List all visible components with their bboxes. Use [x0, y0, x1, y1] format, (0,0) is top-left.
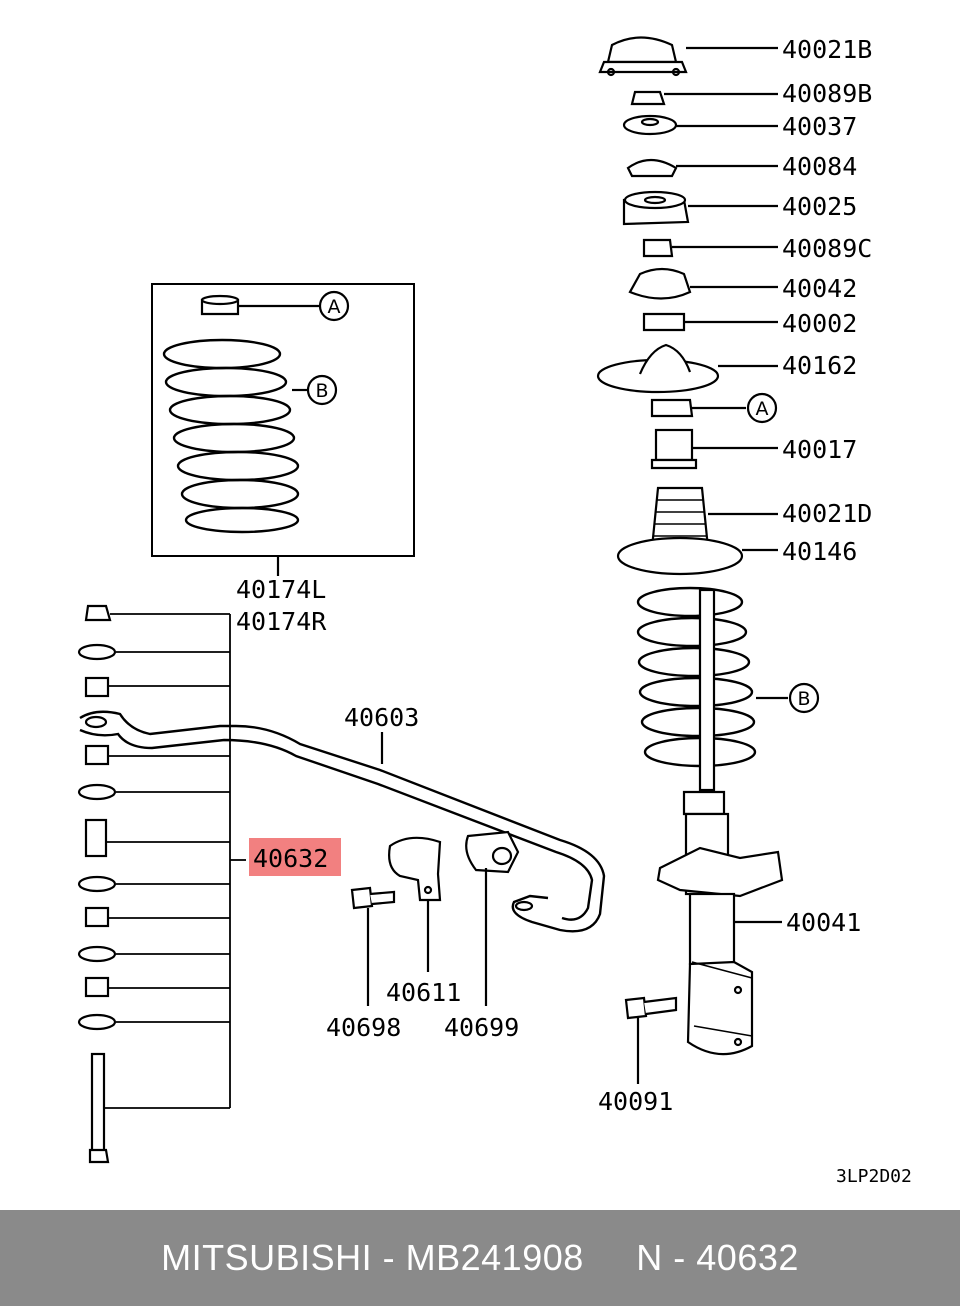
- drawing-code: 3LP2D02: [836, 1166, 912, 1187]
- part-label-40089C[interactable]: 40089C: [782, 234, 872, 263]
- coil-spring-inset: [151, 283, 415, 576]
- nut-icon: [642, 238, 674, 258]
- part-label-40162[interactable]: 40162: [782, 351, 857, 380]
- part-label-40041[interactable]: 40041: [786, 908, 861, 937]
- highlight-box: [249, 838, 341, 876]
- separator: -: [372, 1237, 406, 1278]
- part-label-40021D[interactable]: 40021D: [782, 499, 872, 528]
- callout-a-icon: [746, 392, 778, 424]
- part-label-40698[interactable]: 40698: [326, 1013, 401, 1042]
- strut-coil-spring-icon: [636, 586, 757, 768]
- link-parts-stack: [77, 604, 117, 1164]
- callout-a-icon: [318, 290, 350, 322]
- part-label-40025[interactable]: 40025: [782, 192, 857, 221]
- strut-assembly: [596, 36, 788, 1084]
- callout-b-label: B: [315, 380, 328, 402]
- collar-icon: [642, 312, 686, 332]
- part-label-40037[interactable]: 40037: [782, 112, 857, 141]
- leader-lines: [104, 613, 246, 1109]
- part-label-40146[interactable]: 40146: [782, 537, 857, 566]
- stabilizer-bar-icon: [79, 710, 606, 933]
- callout-a-label: A: [328, 296, 341, 318]
- spacer-icon: [650, 398, 694, 418]
- strut-body-icon: [656, 588, 784, 1056]
- callout-b-icon: [306, 374, 338, 406]
- part-label-40603[interactable]: 40603: [344, 703, 419, 732]
- spacer: [584, 1237, 637, 1279]
- reference-prefix: N: [636, 1237, 663, 1278]
- part-label-40699[interactable]: 40699: [444, 1013, 519, 1042]
- strut-top-cap: [598, 36, 688, 77]
- part-label-40632[interactable]: 40632: [253, 844, 328, 873]
- part-label-40042[interactable]: 40042: [782, 274, 857, 303]
- part-info-banner: MITSUBISHI - MB241908 N - 40632: [0, 1210, 960, 1306]
- coil-spring-icon: [162, 338, 300, 534]
- stabilizer-assembly: [77, 604, 606, 1164]
- parts-diagram: A B A B 40021B 40089B 40037 40084 40025 …: [77, 35, 912, 1187]
- clamp-icon: [388, 836, 442, 902]
- bushing-icon: [626, 158, 678, 178]
- part-label-40002[interactable]: 40002: [782, 309, 857, 338]
- part-label-40084[interactable]: 40084: [782, 152, 857, 181]
- callout-a-label: A: [756, 398, 769, 420]
- brand-name: MITSUBISHI: [161, 1237, 373, 1278]
- callout-b-label: B: [797, 688, 810, 710]
- part-label-40611[interactable]: 40611: [386, 978, 461, 1007]
- bump-stopper-icon: [628, 267, 692, 300]
- callout-b-icon: [788, 682, 820, 714]
- bolt-icon: [350, 886, 396, 910]
- part-label-40017[interactable]: 40017: [782, 435, 857, 464]
- nut-icon: [630, 90, 666, 106]
- part-number: MB241908: [405, 1237, 584, 1278]
- stabilizer-bushing-icon: [465, 830, 520, 874]
- part-label-40089B[interactable]: 40089B: [782, 79, 872, 108]
- separator: -: [662, 1237, 697, 1278]
- part-label-40174L[interactable]: 40174L: [236, 575, 326, 604]
- part-label-40174R[interactable]: 40174R: [236, 607, 327, 636]
- bump-rubber-icon: [650, 428, 698, 470]
- part-label-40021B[interactable]: 40021B: [782, 35, 872, 64]
- bolt-icon: [624, 996, 678, 1020]
- upper-spring-seat-icon: [616, 536, 744, 576]
- part-label-40091[interactable]: 40091: [598, 1087, 673, 1116]
- reference-number: 40632: [696, 1237, 799, 1278]
